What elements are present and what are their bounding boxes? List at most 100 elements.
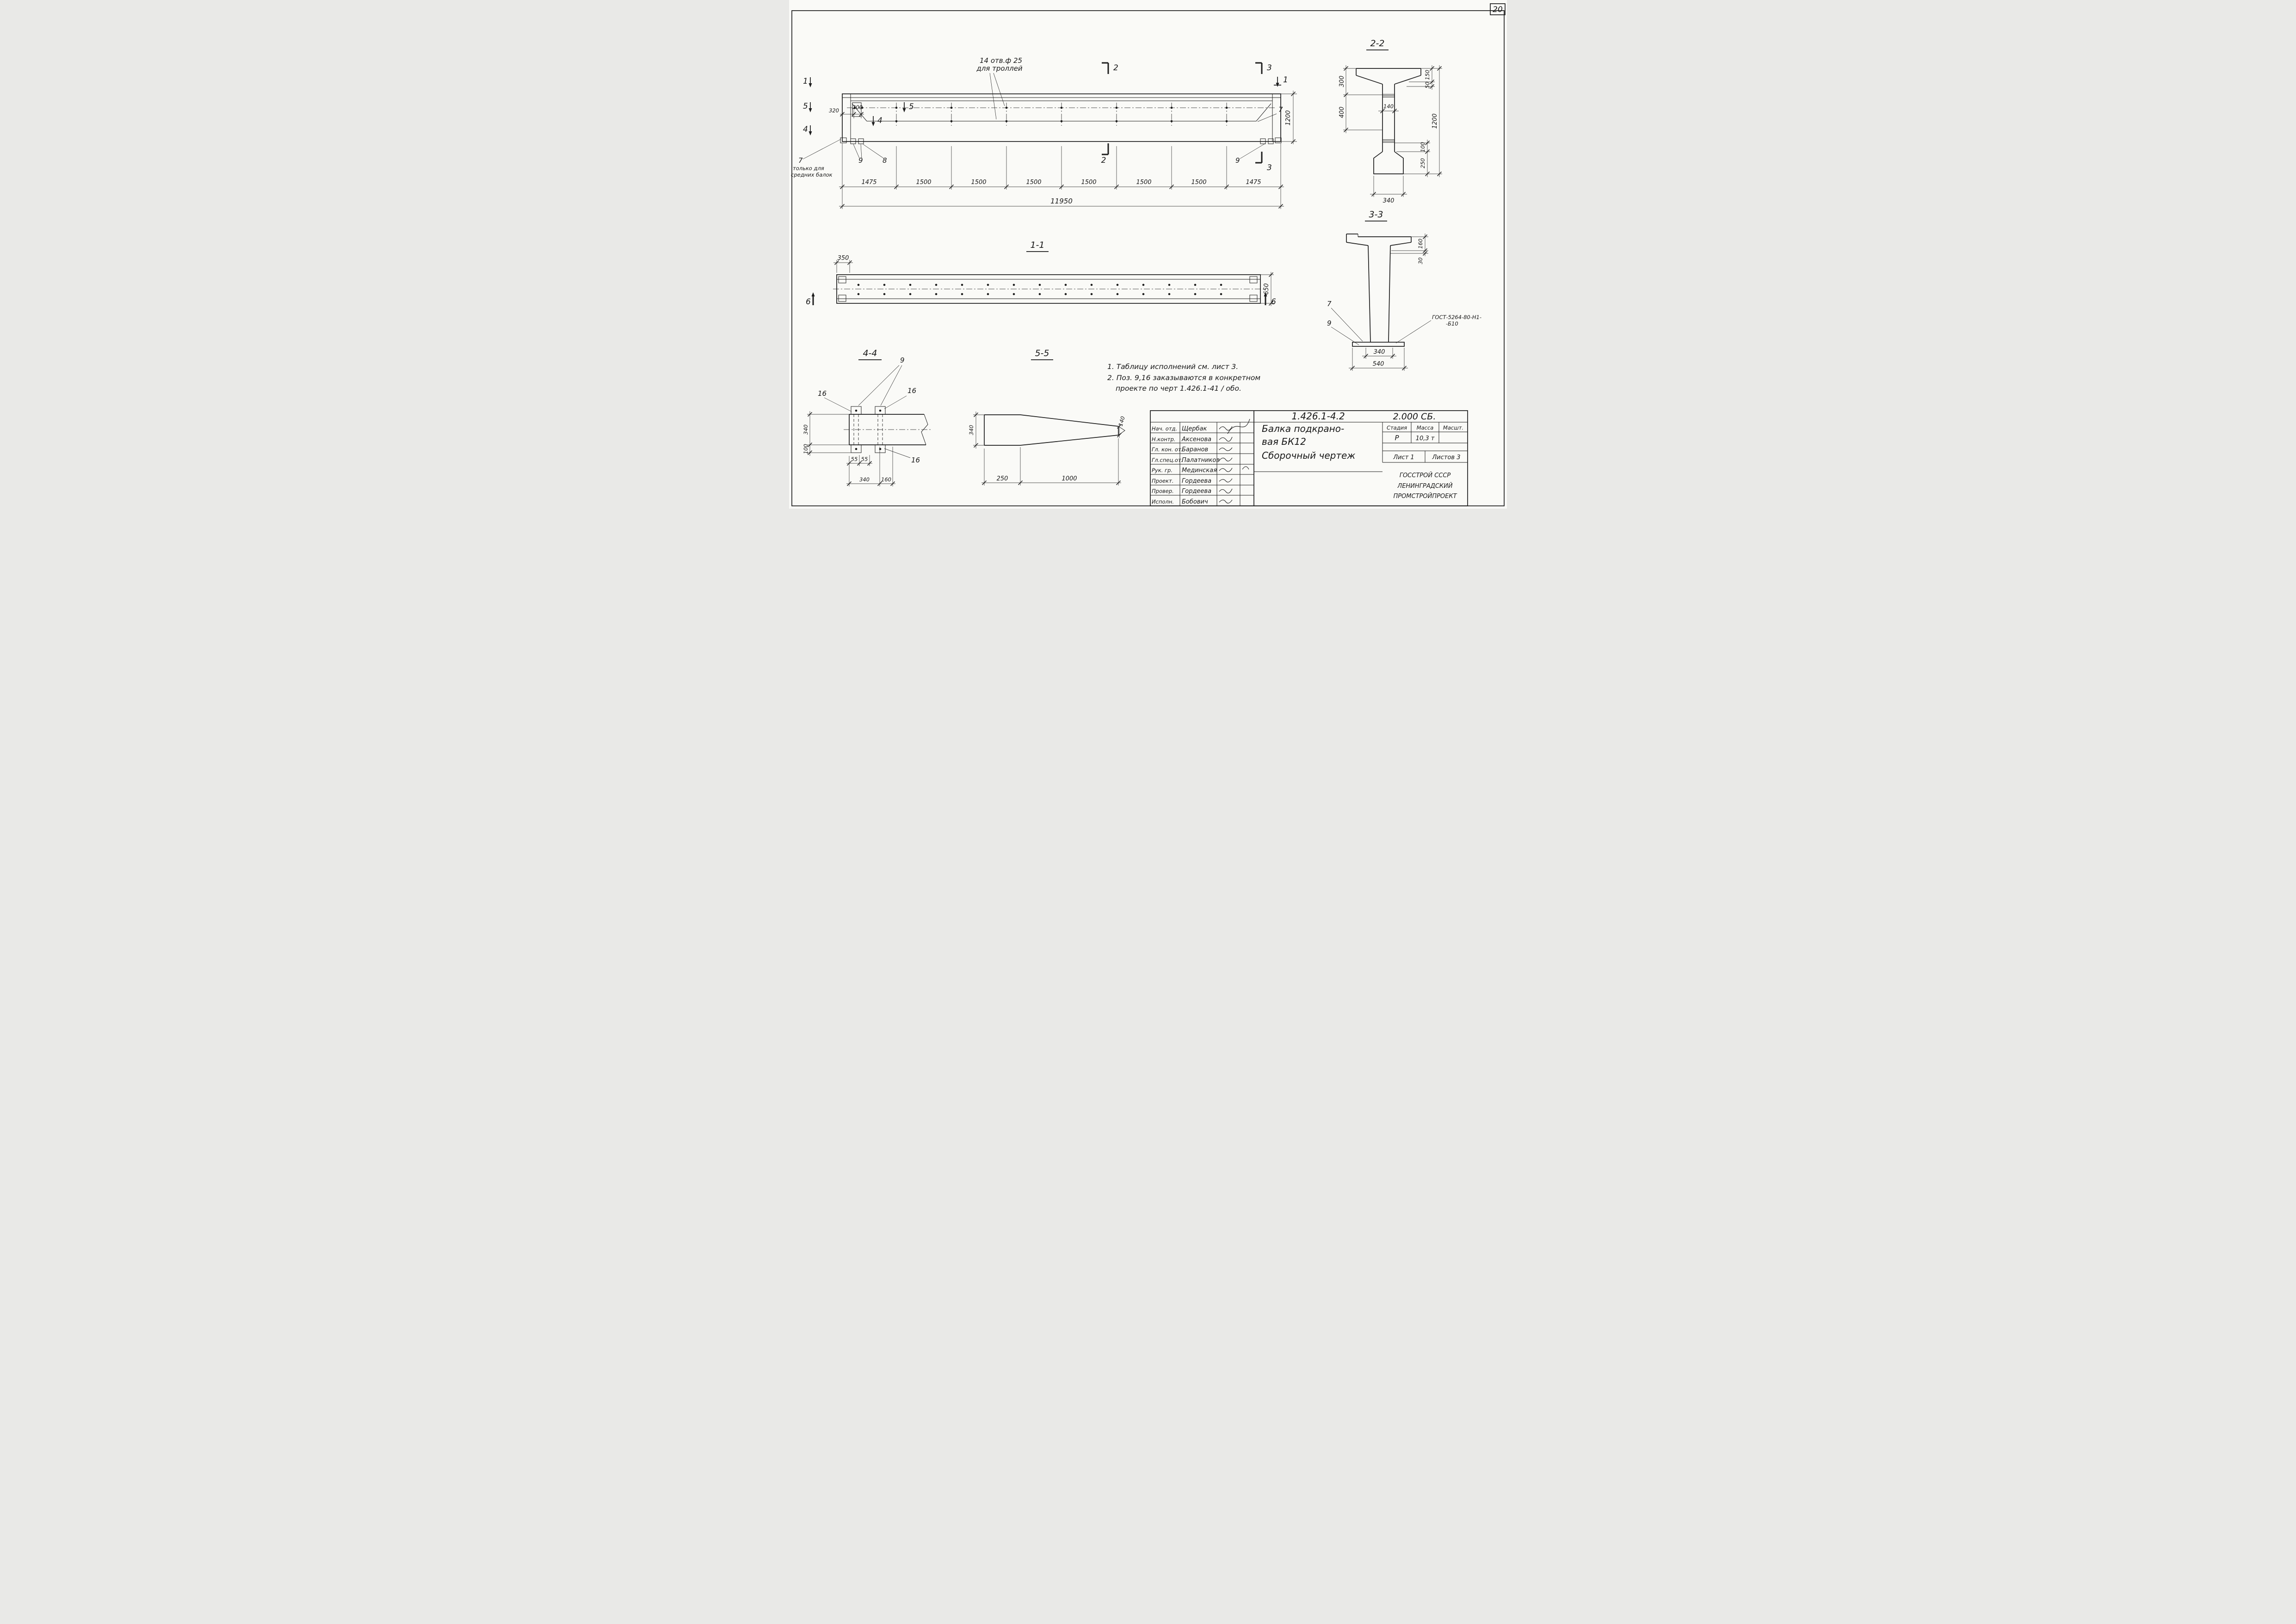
- drawing-title-line3: Сборочный чертеж: [1262, 450, 1355, 461]
- section-3-3-title: 3-3: [1369, 209, 1383, 220]
- page-number: 20: [1493, 5, 1503, 14]
- dim-160: 160: [1417, 239, 1424, 249]
- pos-9-label: 9: [858, 156, 863, 165]
- section-marker-1-left: 1: [803, 77, 812, 87]
- dim-spacing-7: 1475: [1246, 179, 1261, 186]
- drawing-canvas: 20 14 отв.ф 25 для троллей: [791, 3, 1506, 506]
- role-6: Провер.: [1152, 488, 1174, 494]
- section-marker-4-left: 4: [803, 125, 812, 135]
- middle-beams-note-2: средних балок: [791, 172, 833, 178]
- gost-note-line2: -Б10: [1446, 320, 1458, 327]
- sheet-count: Листов 3: [1432, 454, 1461, 461]
- section-1-1-title: 1-1: [1030, 240, 1044, 250]
- dim-250: 250: [1420, 158, 1426, 168]
- marker-6-label: 6: [1271, 297, 1276, 307]
- stage-value: Р: [1395, 434, 1399, 442]
- dim-340-vert: 340: [802, 424, 809, 435]
- marker-3-label: 3: [1267, 63, 1272, 73]
- section-2-2: 2-2 140 300 400 150 50 100 250 1200 340: [1339, 38, 1442, 204]
- elevation-view: 14 отв.ф 25 для троллей 2 3 2 3 1 5 4 1: [791, 56, 1297, 209]
- dim-ticks-sec33: [1350, 234, 1428, 371]
- dim-spacing-3: 1500: [1026, 179, 1041, 186]
- title-block: 1.426.1-4.2 2.000 СБ. Нач. отд. Щербак Н…: [1150, 410, 1468, 506]
- section-marker-2-bottom: 2: [1101, 143, 1109, 165]
- marker-6-label: 6: [806, 297, 811, 307]
- section-marker-2-top: 2: [1102, 62, 1118, 74]
- section-3-3: 3-3 160 30 7 9 ГОСТ-5264-80-Н1- -Б10 340…: [1327, 209, 1481, 371]
- header-mass: Масса: [1417, 424, 1434, 431]
- marker-1-label: 1: [1283, 75, 1288, 85]
- role-3: Гл.спец.от.: [1152, 457, 1183, 463]
- section-marker-6-left: 6: [806, 292, 815, 307]
- name-1: Аксенова: [1181, 436, 1211, 443]
- dim-200: 200: [852, 104, 863, 111]
- drawing-title-line2: вая БК12: [1262, 436, 1306, 447]
- dim-340: 340: [1374, 349, 1385, 356]
- section-4-4-title: 4-4: [863, 348, 877, 358]
- org-line3: ПРОМСТРОЙПРОЕКТ: [1393, 492, 1457, 500]
- section-marker-4-inner: 4: [871, 116, 883, 126]
- role-5: Проект.: [1152, 478, 1173, 484]
- role-1: Н.контр.: [1152, 436, 1175, 443]
- dim-340: 340: [968, 425, 975, 435]
- org-line1: ГОССТРОЙ СССР: [1400, 472, 1451, 479]
- section-marker-3-top: 3: [1255, 62, 1272, 74]
- dim-1000: 1000: [1062, 475, 1077, 482]
- signature-scribbles: [1219, 418, 1250, 504]
- dim-140: 140: [1117, 416, 1126, 427]
- holes-note-line1: 14 отв.ф 25: [980, 56, 1022, 65]
- name-6: Гордеева: [1182, 488, 1211, 495]
- dim-300: 300: [1339, 76, 1346, 87]
- dim-30: 30: [1417, 258, 1424, 265]
- page-number-box: [1490, 3, 1506, 15]
- role-7: Исполн.: [1152, 498, 1174, 505]
- marker-4-label: 4: [877, 116, 883, 125]
- dim-320: 320: [829, 107, 839, 114]
- dim-400: 400: [1339, 107, 1346, 118]
- dim-spacing-4: 1500: [1081, 179, 1096, 186]
- dim-spacing-0: 1475: [861, 179, 876, 186]
- dim-55-a: 55: [851, 456, 858, 462]
- role-4: Рук. гр.: [1152, 467, 1173, 474]
- dim-540: 540: [1373, 361, 1384, 368]
- marker-5-label: 5: [803, 102, 808, 111]
- pos-16-label-top: 16: [907, 387, 916, 395]
- section-marker-6-right: 6: [1264, 292, 1276, 307]
- pos-7-label: 7: [798, 156, 803, 165]
- note-line-2: 2. Поз. 9,16 заказываются в конкретном: [1107, 374, 1260, 382]
- name-2: Баранов: [1182, 446, 1208, 453]
- name-7: Бобович: [1182, 498, 1208, 505]
- role-2: Гл. кон. от.: [1152, 446, 1183, 453]
- dim-total-length: 11950: [1050, 197, 1073, 205]
- pos-7-label-right: 7: [1278, 105, 1283, 114]
- end-clip-plates: [840, 137, 1282, 144]
- sheet-number: Лист 1: [1393, 454, 1414, 461]
- dim-spacing-5: 1500: [1136, 179, 1151, 186]
- marker-5-label: 5: [909, 102, 914, 111]
- dim-100: 100: [1420, 142, 1426, 152]
- pos-16-label-left: 16: [818, 389, 827, 398]
- dim-spacing-6: 1500: [1191, 179, 1206, 186]
- pos-8-label: 8: [883, 156, 887, 165]
- signature-rows: Нач. отд. Щербак Н.контр. Аксенова Гл. к…: [1152, 425, 1220, 505]
- section-2-2-title: 2-2: [1370, 38, 1384, 49]
- header-scale: Масшт.: [1443, 424, 1463, 431]
- name-5: Гордеева: [1182, 478, 1211, 485]
- pos-9-label: 9: [900, 356, 905, 364]
- dim-1200: 1200: [1432, 113, 1438, 129]
- name-0: Щербак: [1182, 425, 1207, 432]
- marker-3-label: 3: [1267, 163, 1272, 172]
- section-marker-1-right: 1: [1274, 75, 1288, 87]
- section-4-4: 4-4 9 16 16 16 340 100 55 55 340 160: [802, 348, 932, 486]
- marker-1-label: 1: [803, 77, 808, 86]
- grid-centerlines: [896, 103, 1227, 126]
- general-notes: 1. Таблицу исполнений см. лист 3. 2. Поз…: [1107, 363, 1260, 393]
- pos-9-label: 9: [1327, 319, 1332, 327]
- bolt-dots: [855, 409, 882, 450]
- drawing-title-line1: Балка подкрано-: [1262, 423, 1344, 434]
- dim-100: 100: [802, 444, 809, 454]
- doc-code: 2.000 СБ.: [1393, 412, 1436, 422]
- name-3: Палатников: [1182, 457, 1220, 464]
- dim-55-b: 55: [861, 456, 868, 462]
- section-5-5-title: 5-5: [1035, 348, 1049, 358]
